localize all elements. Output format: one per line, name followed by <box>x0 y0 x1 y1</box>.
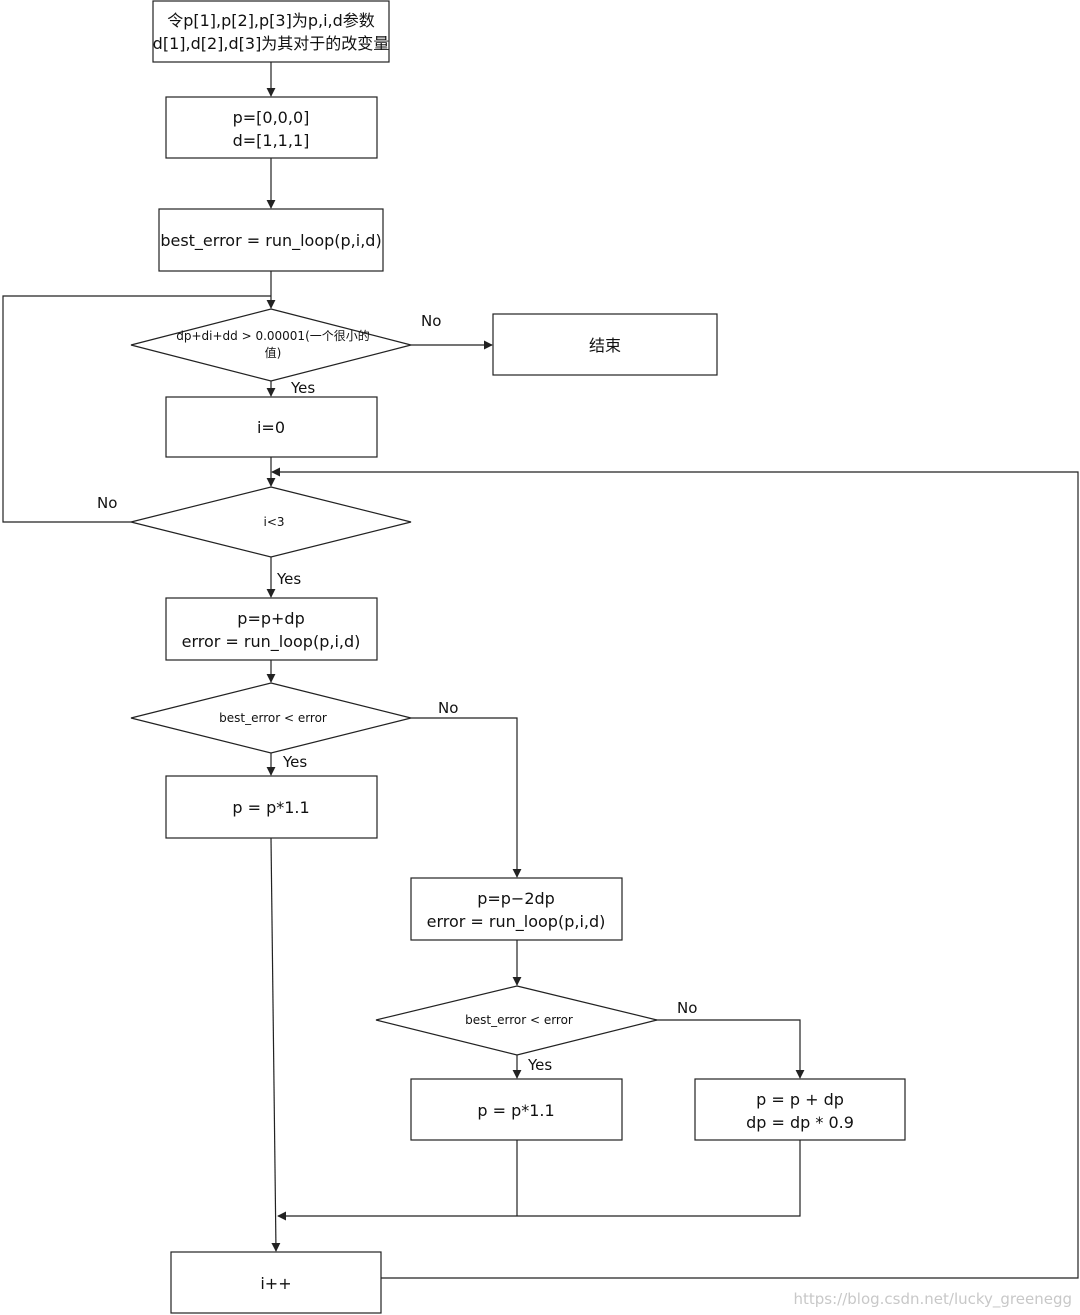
decrease-p-node: p=p−2dp error = run_loop(p,i,d) <box>410 877 623 941</box>
scale-up-2-node: p = p*1.1 <box>410 1078 623 1141</box>
compare2-no-label: No <box>677 999 697 1017</box>
threshold-check-line-2: 值) <box>265 345 282 360</box>
compare-1-decision: best_error < error <box>130 682 412 754</box>
scale-up-1-node: p = p*1.1 <box>165 775 378 839</box>
threshold-yes-label: Yes <box>290 379 315 397</box>
init-values-line-2: d=[1,1,1] <box>233 131 310 150</box>
edge-labels: No Yes No Yes No Yes No Yes <box>97 312 697 1074</box>
watermark-text: https://blog.csdn.net/lucky_greenegg <box>794 1290 1073 1309</box>
restore-shrink-line-2: dp = dp * 0.9 <box>746 1113 854 1132</box>
compare-1-label: best_error < error <box>219 711 327 725</box>
increase-p-line-1: p=p+dp <box>237 609 304 628</box>
threshold-no-label: No <box>421 312 441 330</box>
nodes: 令p[1],p[2],p[3]为p,i,d参数 d[1],d[2],d[3]为其… <box>130 0 906 1314</box>
end-node: 结束 <box>492 313 718 376</box>
edge-compare2-no-to-restore-shrink <box>656 1019 805 1079</box>
compare2-yes-label: Yes <box>527 1056 552 1074</box>
loop-no-label: No <box>97 494 117 512</box>
restore-shrink-node: p = p + dp dp = dp * 0.9 <box>694 1078 906 1141</box>
i-init-label: i=0 <box>257 418 285 437</box>
edge-compare1-no-to-decrease-p <box>411 717 522 878</box>
compare-2-decision: best_error < error <box>375 985 658 1056</box>
init-note-line-1: 令p[1],p[2],p[3]为p,i,d参数 <box>167 11 375 30</box>
best-error-init-line-1: best_error = run_loop(p,i,d) <box>160 231 381 251</box>
threshold-check-decision: dp+di+dd > 0.00001(一个很小的 值) <box>130 308 412 382</box>
edge-increment-i-back-to-loop <box>271 467 1079 1279</box>
best-error-init-node: best_error = run_loop(p,i,d) <box>158 208 384 272</box>
scale-up-2-label: p = p*1.1 <box>477 1101 554 1120</box>
threshold-check-line-1: dp+di+dd > 0.00001(一个很小的 <box>176 328 370 343</box>
edge-scale-up-1-to-increment-i <box>270 837 281 1252</box>
increment-i-label: i++ <box>260 1274 291 1293</box>
increase-p-node: p=p+dp error = run_loop(p,i,d) <box>165 597 378 661</box>
decrease-p-line-2: error = run_loop(p,i,d) <box>427 912 606 932</box>
loop-check-decision: i<3 <box>130 486 412 558</box>
end-label: 结束 <box>589 336 621 355</box>
increase-p-line-2: error = run_loop(p,i,d) <box>182 632 361 652</box>
decrease-p-line-1: p=p−2dp <box>477 889 555 908</box>
edge-loop-no-back-to-threshold <box>2 295 271 523</box>
connectors <box>2 62 1079 1279</box>
compare1-yes-label: Yes <box>282 753 307 771</box>
compare1-no-label: No <box>438 699 458 717</box>
edge-restore-shrink-to-merge <box>277 1140 801 1221</box>
increment-i-node: i++ <box>170 1251 382 1314</box>
compare-2-label: best_error < error <box>465 1013 573 1027</box>
init-note-line-2: d[1],d[2],d[3]为其对于的改变量 <box>153 34 390 53</box>
i-init-node: i=0 <box>165 396 378 458</box>
init-values-node: p=[0,0,0] d=[1,1,1] <box>165 96 378 159</box>
init-values-line-1: p=[0,0,0] <box>233 108 310 127</box>
loop-yes-label: Yes <box>276 570 301 588</box>
restore-shrink-line-1: p = p + dp <box>756 1090 844 1109</box>
loop-check-label: i<3 <box>263 515 284 529</box>
init-note-node: 令p[1],p[2],p[3]为p,i,d参数 d[1],d[2],d[3]为其… <box>152 0 390 63</box>
scale-up-1-label: p = p*1.1 <box>232 798 309 817</box>
